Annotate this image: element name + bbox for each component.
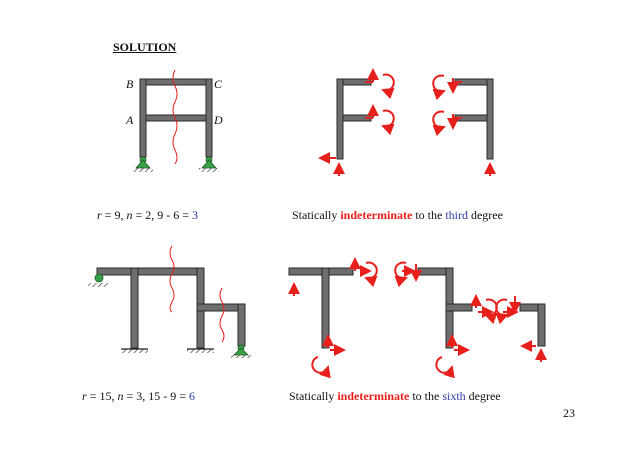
eq1-r-var: r [97,208,102,222]
label-a: A [126,113,134,127]
label-d: D [214,113,223,127]
stmt2-pre: Statically [289,389,338,403]
stmt2-mid: to the [409,389,443,403]
page-number: 23 [563,406,575,420]
stmt1-pre: Statically [292,208,341,222]
solution-heading: SOLUTION [113,40,177,54]
stmt2-key: indeterminate [337,389,410,403]
equation-1: r = 9, n = 2, 9 - 6 = 3 [97,208,198,223]
frame-2 [88,245,251,358]
cut-line-3 [219,287,225,343]
eq2-result: 6 [188,389,195,403]
stmt1-mid: to the [412,208,446,222]
cut-line-1 [172,69,178,165]
stmt2-degree: sixth [442,389,466,403]
stmt2-post: degree [465,389,501,403]
free-body-2 [288,257,547,379]
pin-support-3 [231,344,251,358]
label-c: C [214,77,223,91]
fixed-support-1 [121,348,148,353]
stmt1-key: indeterminate [340,208,413,222]
eq2-r-var: r [82,389,87,403]
frame-1 [133,69,219,172]
eq2-r-val: = 15, [86,389,118,403]
pin-support-right [199,156,219,172]
roller-support [88,273,108,287]
eq1-n-var: n [126,208,133,222]
pin-support-left [133,156,153,172]
eq1-r-val: = 9, [101,208,127,222]
eq2-n-var: n [117,389,124,403]
statement-1: Statically indeterminate to the third de… [292,208,503,223]
stmt1-degree: third [445,208,468,222]
eq1-n-val: = 2, 9 - 6 = [132,208,192,222]
eq1-result: 3 [191,208,198,222]
fixed-support-2 [187,348,214,353]
free-body-1 [318,68,496,176]
cut-line-2 [169,245,175,313]
statement-2: Statically indeterminate to the sixth de… [289,389,501,404]
eq2-n-val: = 3, 15 - 9 = [123,389,189,403]
label-b: B [126,77,134,91]
stmt1-post: degree [467,208,503,222]
equation-2: r = 15, n = 3, 15 - 9 = 6 [82,389,195,404]
